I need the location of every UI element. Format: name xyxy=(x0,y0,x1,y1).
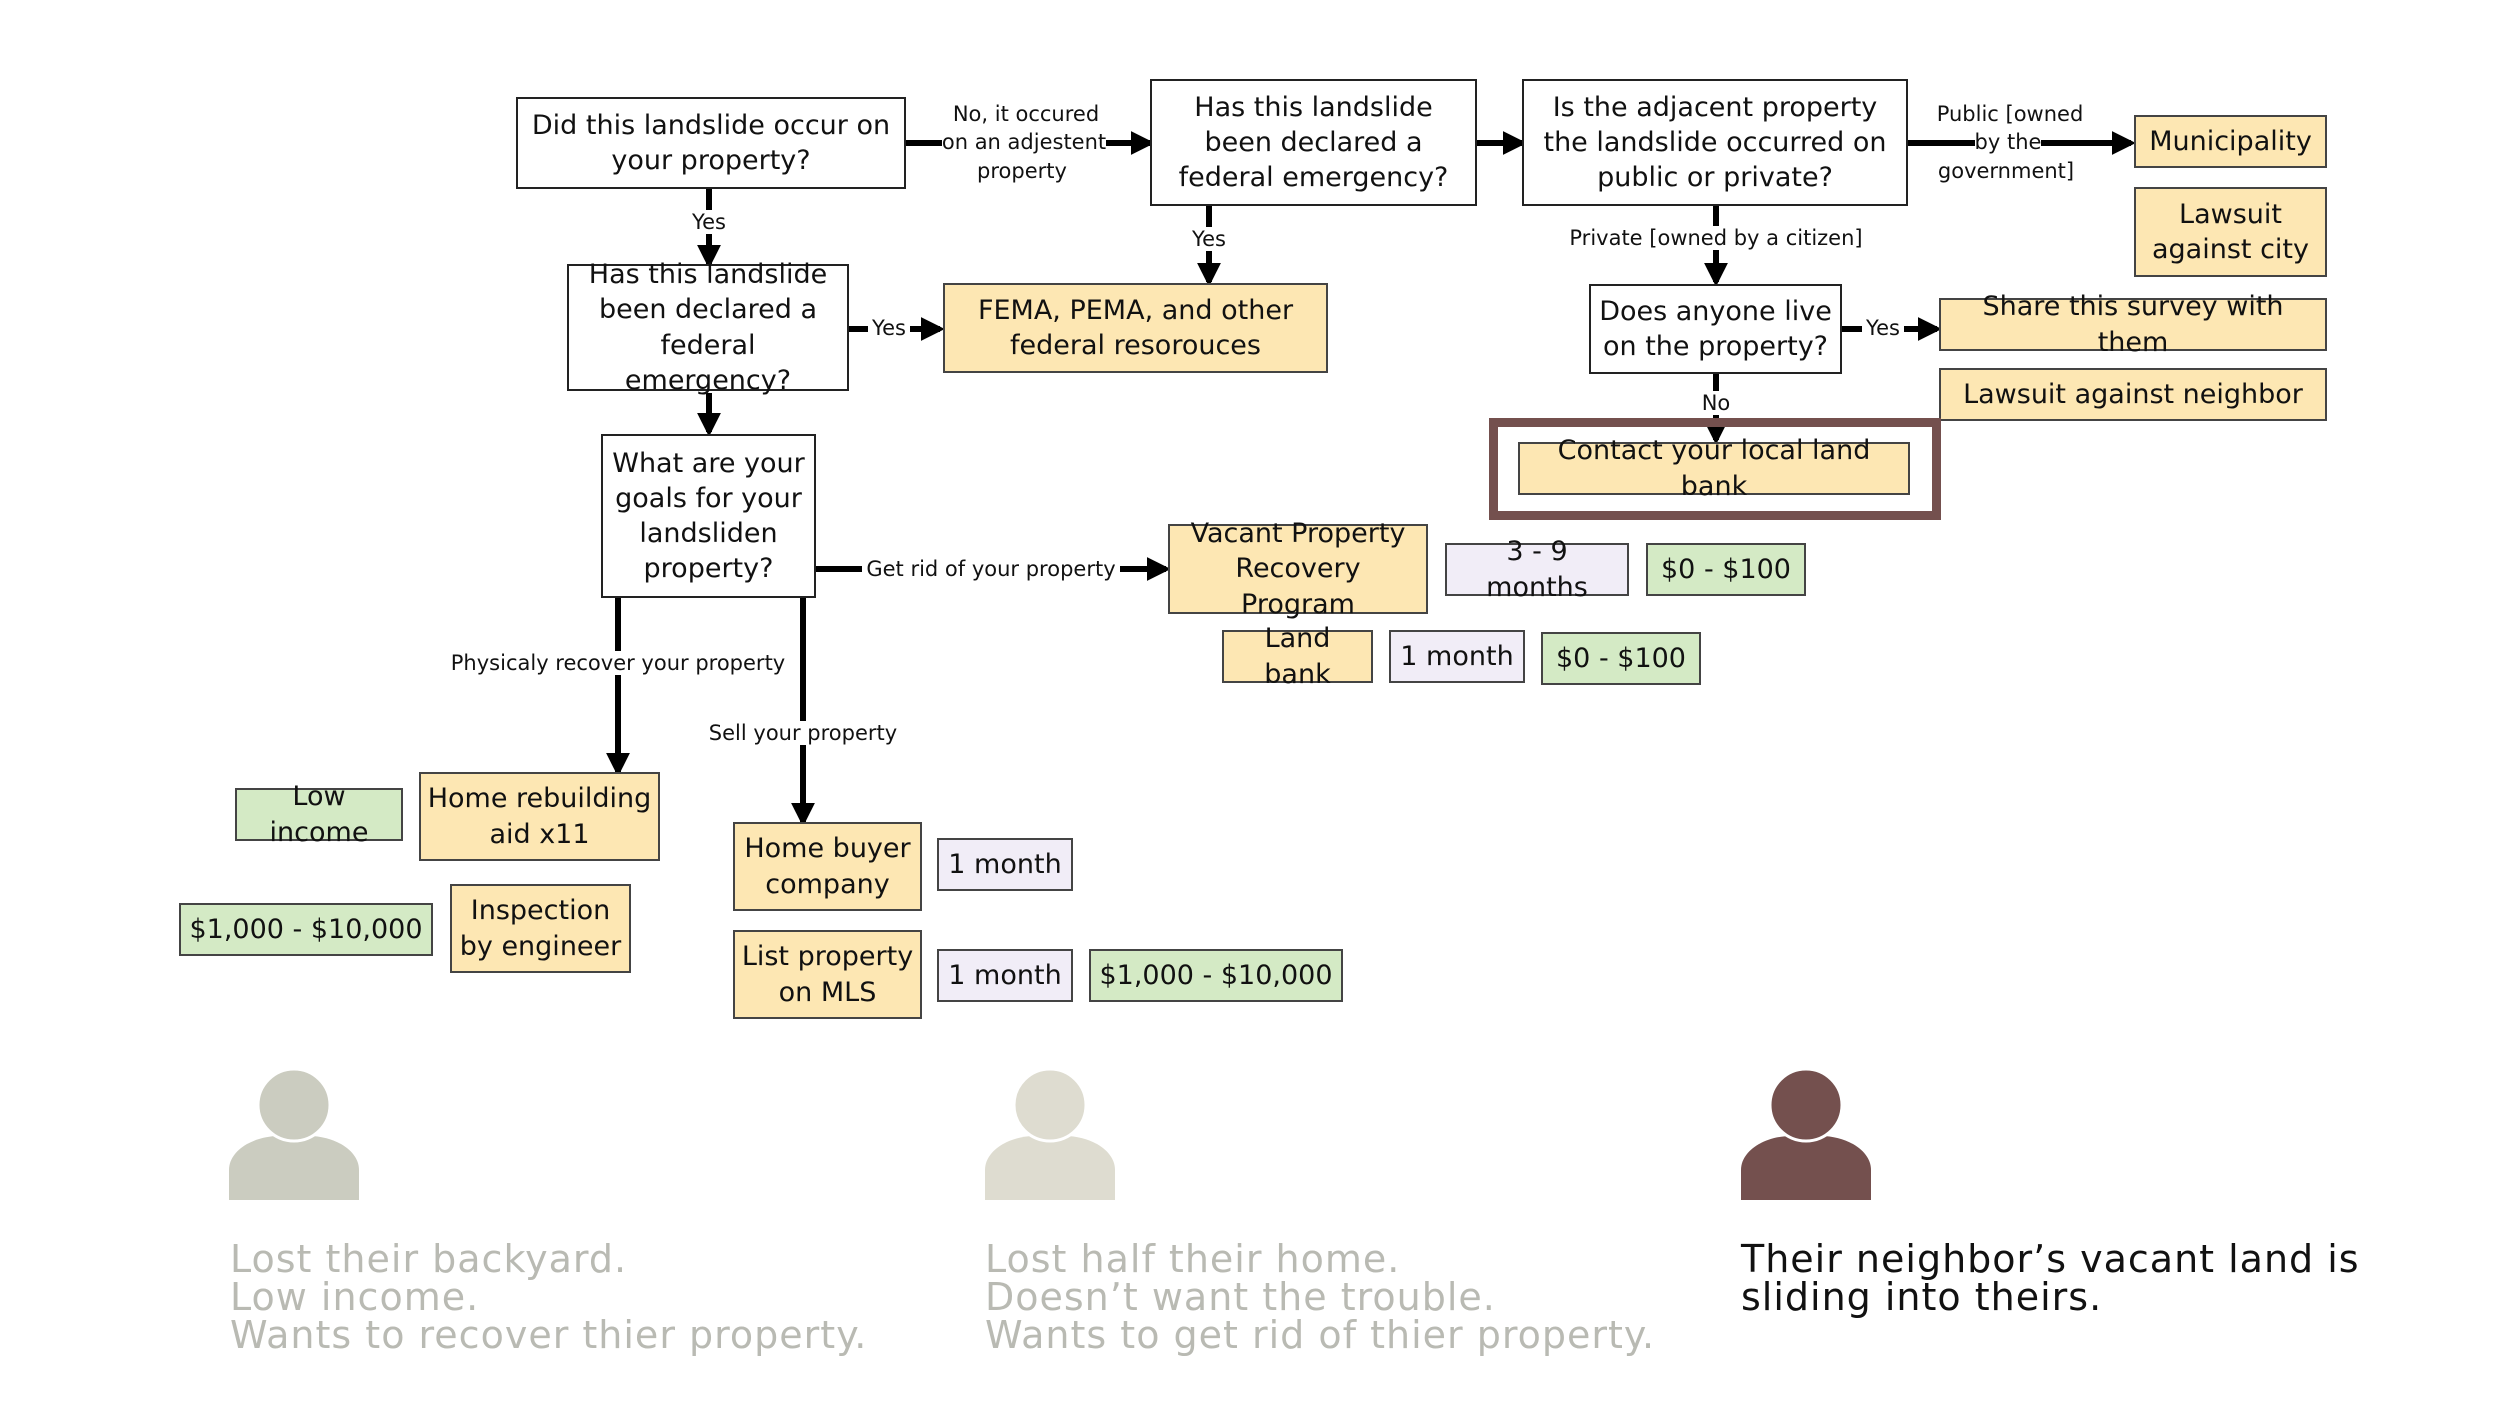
income-badge: Low income xyxy=(235,781,403,848)
cost-badge: $1,000 - $10,000 xyxy=(179,903,433,956)
edge-label-no: No xyxy=(1694,389,1738,417)
edge-label-public: Public [owned by the government] xyxy=(1920,100,2096,185)
outcome-home-buyer: Home buyer company xyxy=(733,822,922,911)
question-adjacent-public-private: Is the adjacent property the landslide o… xyxy=(1522,79,1908,206)
edge-label-yes: Yes xyxy=(1186,225,1232,253)
edge-label-sell: Sell your property xyxy=(698,719,908,747)
outcome-home-rebuilding: Home rebuilding aid x11 xyxy=(419,772,660,861)
outcome-lawsuit-neighbor: Lawsuit against neighbor xyxy=(1939,368,2327,421)
edge-label-physically-recover: Physicaly recover your property xyxy=(440,649,796,677)
person-icon xyxy=(985,1070,1115,1200)
edge-label-get-rid: Get rid of your property xyxy=(856,555,1126,583)
cost-badge: $1,000 - $10,000 xyxy=(1089,949,1343,1002)
question-anyone-live: Does anyone live on the property? xyxy=(1589,284,1842,374)
question-declared-federal-left: Has this landslide been declared a feder… xyxy=(567,259,849,396)
cost-badge: $0 - $100 xyxy=(1646,543,1806,596)
edge-label-private: Private [owned by a citizen] xyxy=(1560,224,1872,252)
persona-description: Their neighbor’s vacant land is sliding … xyxy=(1741,1237,2360,1319)
edge-label-no-adjacent: No, it occured on an adjestent property xyxy=(941,102,1107,183)
cost-badge: $0 - $100 xyxy=(1541,632,1701,685)
edge-label-yes: Yes xyxy=(1860,314,1906,342)
persona-description: Lost their backyard. Low income. Wants t… xyxy=(230,1237,868,1357)
question-declared-federal-top: Has this landslide been declared a feder… xyxy=(1150,79,1477,206)
outcome-land-bank: Land bank xyxy=(1222,623,1373,690)
time-badge: 1 month xyxy=(1389,630,1525,683)
outcome-fema: FEMA, PEMA, and other federal resorouces xyxy=(943,283,1328,373)
outcome-inspection: Inspection by engineer xyxy=(450,884,631,973)
time-badge: 1 month xyxy=(937,838,1073,891)
outcome-lawsuit-city: Lawsuit against city xyxy=(2134,187,2327,277)
time-badge: 1 month xyxy=(937,949,1073,1002)
outcome-share-survey: Share this survey with them xyxy=(1939,291,2327,358)
person-icon xyxy=(1741,1070,1871,1200)
outcome-vacant-program: Vacant Property Recovery Program xyxy=(1168,518,1428,620)
outcome-land-bank-contact: Contact your local land bank xyxy=(1518,435,1910,502)
persona-description: Lost half their home. Doesn’t want the t… xyxy=(985,1237,1656,1357)
person-icon xyxy=(229,1070,359,1200)
outcome-municipality: Municipality xyxy=(2134,115,2327,168)
edge-label-yes: Yes xyxy=(686,208,732,236)
outcome-list-mls: List property on MLS xyxy=(733,930,922,1019)
question-goals: What are your goals for your landsliden … xyxy=(601,434,816,598)
highlight-frame xyxy=(1489,418,1941,520)
time-badge: 3 - 9 months xyxy=(1445,536,1629,603)
edge-label-yes: Yes xyxy=(866,314,912,342)
question-occur-on-property: Did this landslide occur on your propert… xyxy=(516,97,906,189)
